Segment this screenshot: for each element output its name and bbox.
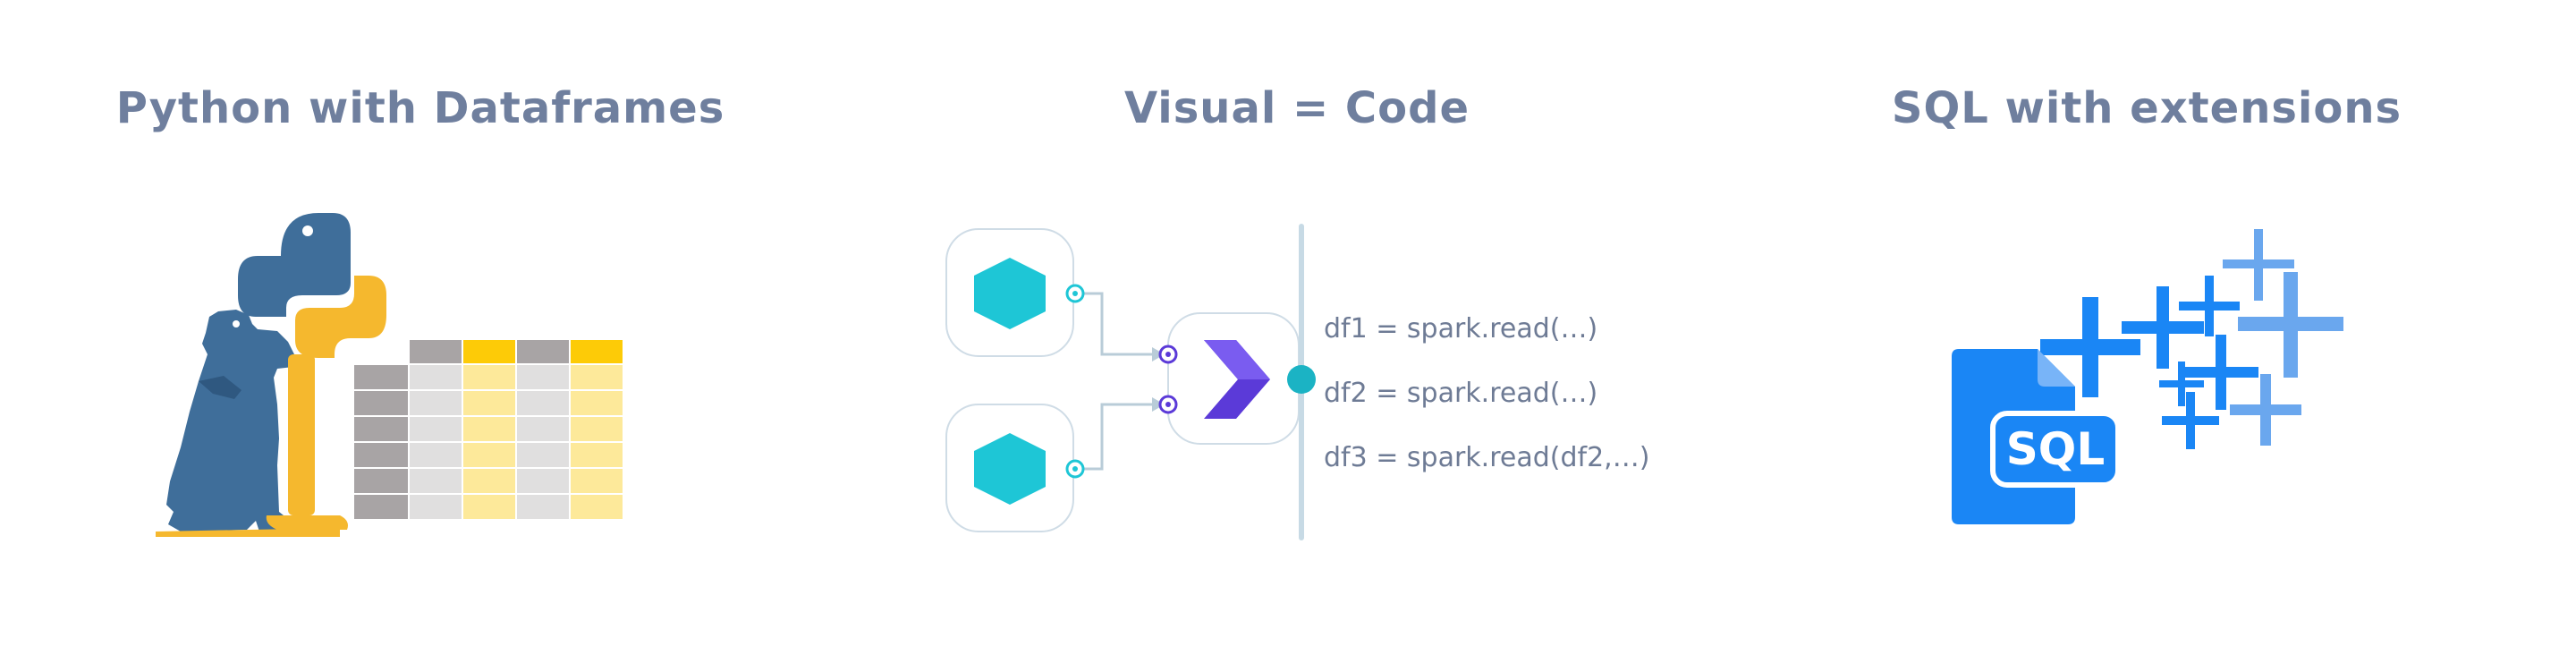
- sql-illustration: [1952, 229, 2343, 524]
- hexagon-icon: [974, 433, 1046, 505]
- code-line-2: df2 = spark.read(…): [1324, 378, 1598, 409]
- arrow-head-icon: [1152, 347, 1165, 362]
- code-line-1: df1 = spark.read(…): [1324, 313, 1598, 345]
- join-node[interactable]: [1158, 312, 1300, 445]
- sql-file-label: SQL: [2005, 423, 2106, 475]
- visual-panel: df1 = spark.read(…) df2 = spark.read(…) …: [930, 215, 1735, 555]
- plus-icon: [2162, 392, 2219, 449]
- code-line-3: df3 = spark.read(df2,…): [1324, 442, 1650, 473]
- plus-icon: [2223, 229, 2294, 301]
- heading-python-dataframes: Python with Dataframes: [115, 83, 725, 133]
- plus-icon: [2179, 276, 2240, 336]
- sql-file-icon: [1952, 349, 2121, 524]
- heading-sql-extensions: SQL with extensions: [1891, 83, 2402, 133]
- hexagon-icon: [974, 258, 1046, 329]
- post-icon: [156, 354, 348, 537]
- heading-visual-code: Visual = Code: [1123, 83, 1470, 133]
- dataframe-table-icon: [354, 340, 623, 519]
- source-node-2[interactable]: [945, 404, 1085, 532]
- python-panel: [143, 197, 644, 555]
- source-node-1[interactable]: [945, 228, 1085, 357]
- plus-icon: [2159, 362, 2204, 406]
- python-illustration: [156, 213, 623, 537]
- plus-icon: [2238, 272, 2343, 378]
- python-logo-icon: [238, 213, 386, 358]
- chevron-icon: [1204, 340, 1270, 419]
- plus-icon: [2040, 297, 2140, 397]
- plus-icon: [2230, 374, 2301, 446]
- code-link-dot[interactable]: [1287, 365, 1316, 394]
- plus-icon: [2122, 286, 2204, 369]
- flow-connectors: [1075, 292, 1159, 471]
- sql-panel: SQL: [1932, 215, 2361, 537]
- bear-icon: [166, 310, 295, 532]
- visual-flow-diagram: [945, 224, 1316, 540]
- arrow-head-icon: [1152, 397, 1165, 412]
- plus-icon: [2183, 335, 2258, 410]
